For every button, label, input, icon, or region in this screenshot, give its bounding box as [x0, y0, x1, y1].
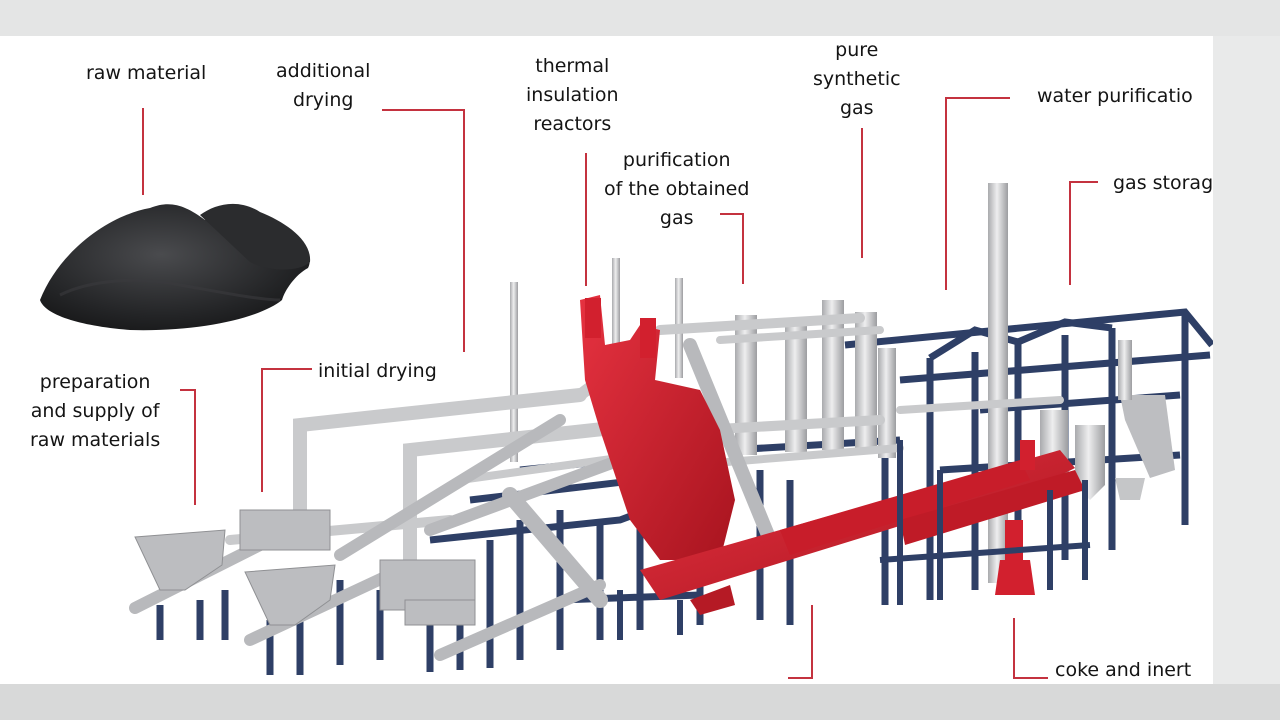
coal-pile-image	[40, 203, 311, 331]
label-raw-material: raw material	[86, 62, 207, 84]
label-additional-drying: additional drying	[276, 60, 371, 111]
label-coke-inert: coke and inert	[1055, 659, 1192, 681]
label-preparation-supply: preparation and supply of raw materials	[30, 371, 161, 451]
label-thermal-insulation-reactors: thermal insulation reactors	[526, 55, 619, 135]
label-purification-obtained-gas: purification of the obtained gas	[604, 149, 750, 229]
label-initial-drying: initial drying	[318, 360, 437, 382]
label-gas-storage: gas storag	[1113, 172, 1213, 194]
bottom-band	[0, 684, 1280, 720]
hoppers	[134, 509, 476, 626]
leader-lines	[142, 97, 1098, 679]
frame-foreground	[617, 440, 1091, 640]
pipes	[225, 313, 1064, 567]
screw-feeders	[129, 338, 777, 661]
top-band	[0, 0, 1280, 36]
label-pure-synthetic-gas: pure synthetic gas	[813, 39, 901, 119]
label-water-purification: water purificatio	[1037, 85, 1193, 107]
